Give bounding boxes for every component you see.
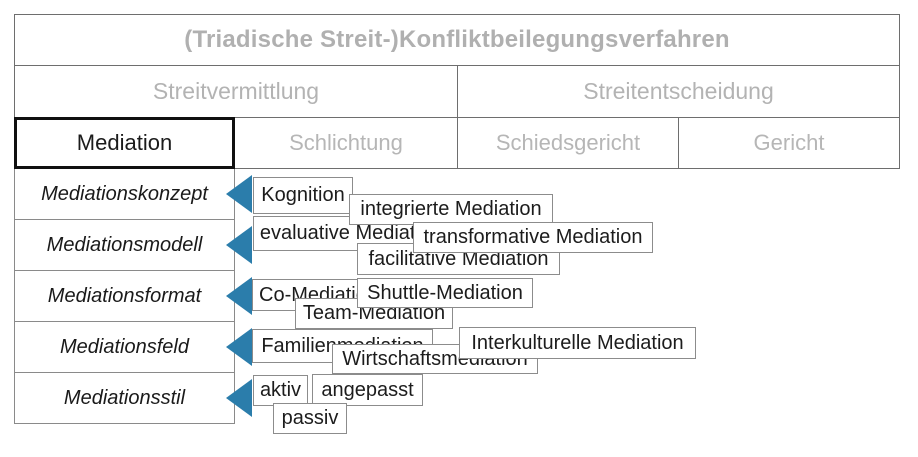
left-arrow-icon [226, 379, 252, 417]
box-kognition: Kognition [253, 177, 353, 214]
row-label-mediationsformat: Mediationsformat [14, 270, 235, 322]
row-label-mediationskonzept: Mediationskonzept [14, 168, 235, 220]
left-arrow-icon [226, 226, 252, 264]
left-arrow-icon [226, 277, 252, 315]
left-arrow-icon [226, 328, 252, 366]
box-shuttle-mediation: Shuttle-Mediation [357, 278, 533, 308]
cell-schlichtung: Schlichtung [234, 117, 458, 169]
row-label-mediationsfeld: Mediationsfeld [14, 321, 235, 373]
box-passiv: passiv [273, 403, 347, 434]
box-aktiv: aktiv [253, 375, 308, 406]
box-integrierte-mediation: integrierte Mediation [349, 194, 553, 225]
left-arrow-icon [226, 175, 252, 213]
box-facilitative-mediation: facilitative Mediation [357, 243, 560, 275]
box-interkulturelle-mediation: Interkulturelle Mediation [459, 327, 696, 359]
cell-schiedsgericht: Schiedsgericht [457, 117, 679, 169]
diagram-title: (Triadische Streit-)Konfliktbeilegungsve… [14, 14, 900, 66]
cell-mediation-highlighted: Mediation [14, 117, 235, 169]
cell-streitvermittlung: Streitvermittlung [14, 65, 458, 118]
row-label-mediationsmodell: Mediationsmodell [14, 219, 235, 271]
box-transformative-mediation: transformative Mediation [413, 222, 653, 253]
cell-gericht: Gericht [678, 117, 900, 169]
box-angepasst: angepasst [312, 374, 423, 406]
cell-streitentscheidung: Streitentscheidung [457, 65, 900, 118]
row-label-mediationsstil: Mediationsstil [14, 372, 235, 424]
